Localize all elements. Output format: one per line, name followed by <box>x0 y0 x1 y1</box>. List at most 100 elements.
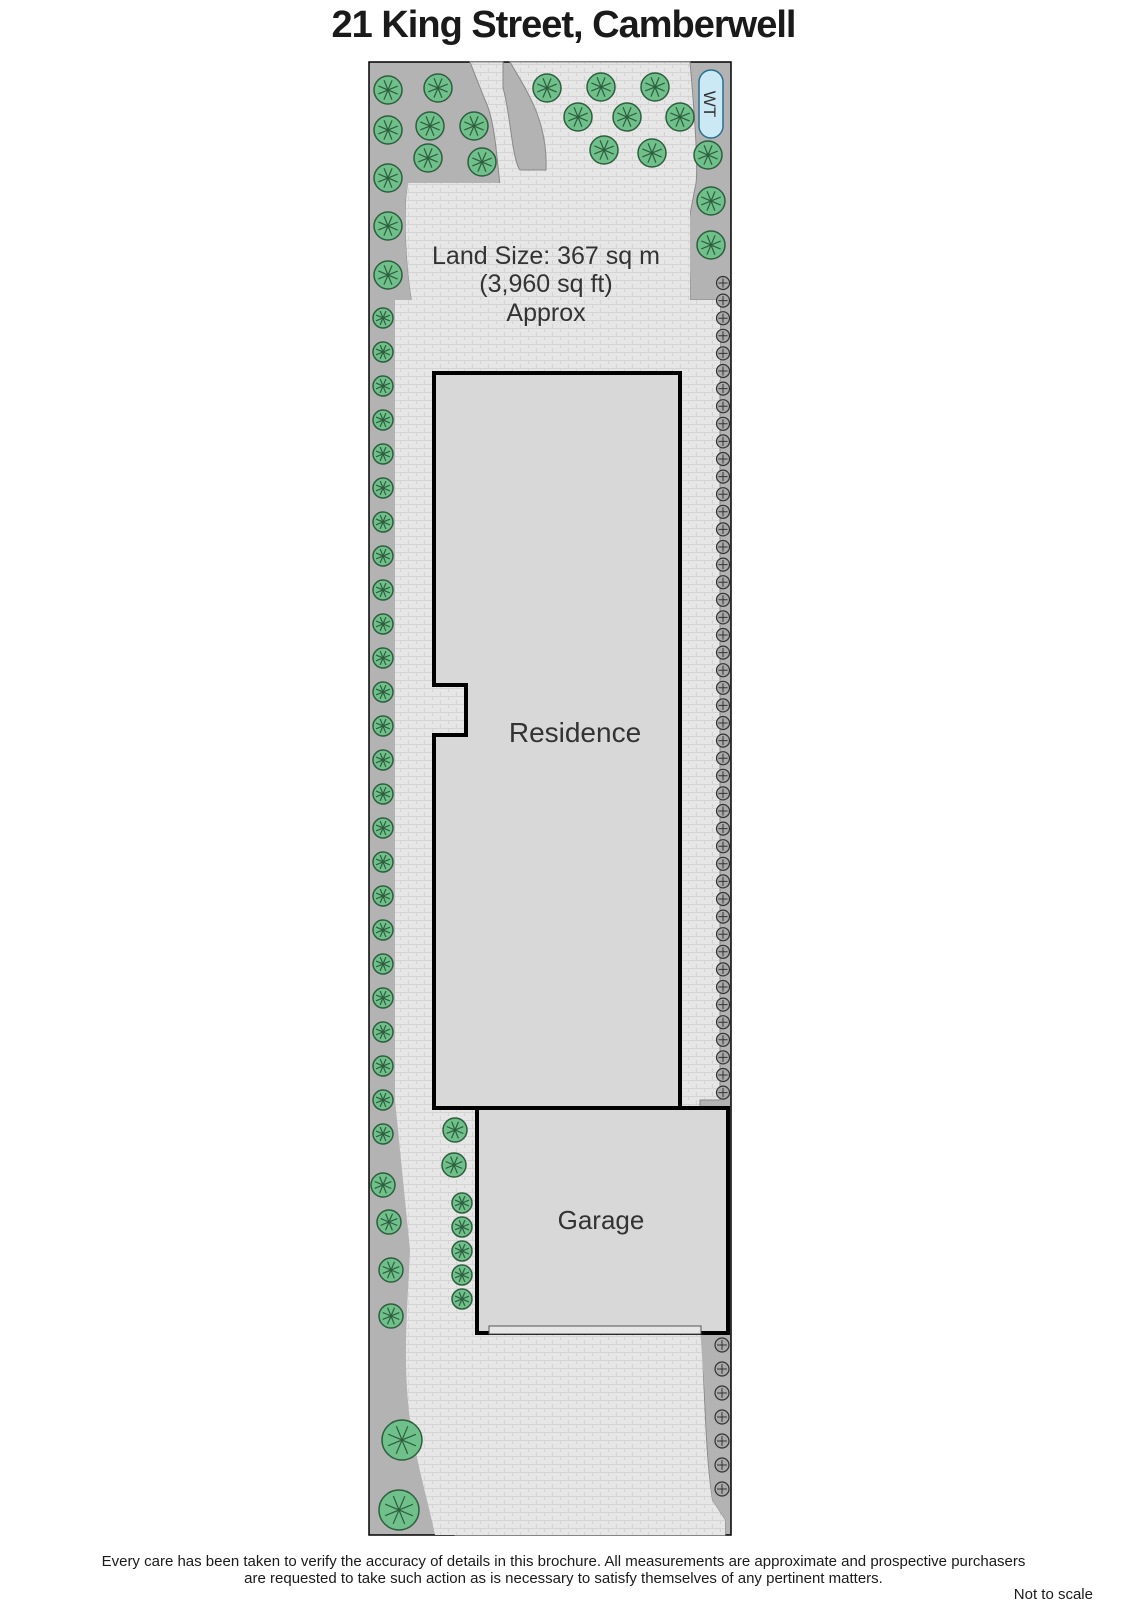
tree-icon <box>637 138 667 168</box>
shrub-icon <box>714 1457 730 1473</box>
tree-icon <box>372 1123 394 1145</box>
shrub-icon <box>715 311 731 326</box>
tree-icon <box>372 443 394 465</box>
shrub-icon <box>715 1050 731 1065</box>
tree-icon <box>532 73 562 103</box>
tree-icon <box>441 1152 467 1178</box>
tree-icon <box>442 1117 468 1143</box>
tree-icon <box>459 111 489 141</box>
shrub-icon <box>715 1085 731 1100</box>
scale-note: Not to scale <box>1013 1586 1093 1603</box>
shrub-icon <box>715 275 731 291</box>
tree-icon <box>373 115 403 145</box>
tree-icon <box>372 681 394 703</box>
tree-icon <box>372 1055 394 1077</box>
tree-icon <box>372 987 394 1009</box>
shrub-icon <box>715 768 731 783</box>
shrub-icon <box>715 416 731 431</box>
tree-icon <box>696 230 726 260</box>
tree-icon <box>665 102 695 132</box>
shrub-icon <box>714 1409 730 1425</box>
shrub-icon <box>715 575 731 590</box>
garage-building <box>475 1106 730 1335</box>
tree-icon <box>372 953 394 975</box>
rear-paving <box>447 1330 725 1535</box>
shrub-icon <box>715 1015 731 1030</box>
tree-icon <box>373 260 403 290</box>
shrub-icon <box>714 1481 730 1497</box>
tree-icon <box>372 307 394 329</box>
tree-icon <box>372 749 394 771</box>
shrub-icon <box>715 645 731 660</box>
shrub-icon <box>715 399 731 414</box>
tree-icon <box>372 341 394 363</box>
tree-icon <box>451 1216 473 1238</box>
shrub-icon <box>715 293 731 308</box>
shrub-icon <box>715 839 731 854</box>
tree-icon <box>589 135 619 165</box>
shrub-icon <box>714 1433 730 1449</box>
residence-label: Residence <box>509 717 641 748</box>
tree-icon <box>451 1240 473 1262</box>
shrub-icon <box>715 891 731 907</box>
tree-icon <box>413 143 443 173</box>
shrub-icon <box>715 874 731 889</box>
shrub-icon <box>715 434 731 449</box>
tree-icon <box>372 783 394 805</box>
water-tank-icon: WT <box>698 69 724 139</box>
shrub-icon <box>715 715 731 731</box>
tree-icon <box>373 163 403 193</box>
tree-icon <box>372 545 394 567</box>
shrub-icon <box>715 1067 731 1083</box>
shrub-icon <box>715 557 731 572</box>
tree-icon <box>373 75 403 105</box>
tree-icon <box>378 1303 404 1329</box>
shrub-icon <box>715 363 731 379</box>
disclaimer-line-2: are requested to take such action as is … <box>244 1570 883 1587</box>
tree-icon <box>415 111 445 141</box>
tree-icon <box>381 1419 423 1461</box>
shrub-icon <box>715 997 731 1012</box>
shrub-icon <box>715 504 731 519</box>
shrub-icon <box>714 1385 730 1401</box>
shrub-icon <box>715 627 731 643</box>
page-title: 21 King Street, Camberwell <box>331 4 797 46</box>
shrub-icon <box>715 381 731 396</box>
tree-icon <box>378 1257 404 1283</box>
shrub-icon <box>715 751 731 766</box>
shrub-icon <box>715 821 731 836</box>
shrub-icon <box>715 786 731 801</box>
shrub-icon <box>715 592 731 607</box>
tree-icon <box>372 919 394 941</box>
tree-icon <box>696 186 726 216</box>
tree-icon <box>376 1209 402 1235</box>
shrub-icon <box>715 979 731 995</box>
tree-icon <box>563 102 593 132</box>
shrub-icon <box>715 346 731 361</box>
tree-icon <box>372 885 394 907</box>
tree-icon <box>372 1021 394 1043</box>
tree-icon <box>372 647 394 669</box>
tree-icon <box>693 140 723 170</box>
tree-icon <box>372 715 394 737</box>
tree-icon <box>372 851 394 873</box>
disclaimer: Every care has been taken to verify the … <box>0 1553 1127 1587</box>
tree-icon <box>451 1288 473 1310</box>
shrub-icon <box>715 856 731 871</box>
shrub-icon <box>715 680 731 695</box>
tree-icon <box>372 511 394 533</box>
tree-icon <box>467 147 497 177</box>
shrub-icon <box>715 610 731 625</box>
tree-icon <box>372 579 394 601</box>
garage-door <box>488 1325 702 1335</box>
tree-icon <box>372 409 394 431</box>
tree-icon <box>451 1264 473 1286</box>
tree-icon <box>423 73 453 103</box>
shrub-icon <box>715 539 731 555</box>
tree-icon <box>372 613 394 635</box>
residence-building <box>432 371 682 1110</box>
land-size-line-2: (3,960 sq ft) <box>479 270 612 298</box>
side-path-left <box>395 300 460 1535</box>
shrub-icon <box>715 1032 731 1047</box>
